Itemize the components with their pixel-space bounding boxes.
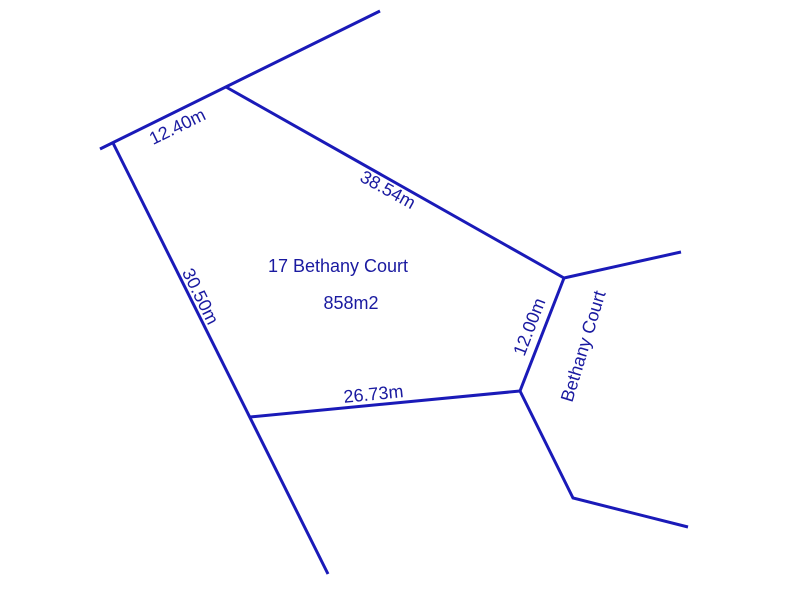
property-address: 17 Bethany Court xyxy=(268,256,408,276)
east-boundary-line xyxy=(518,277,566,392)
labels: 17 Bethany Court 858m2 12.40m 38.54m 12.… xyxy=(146,104,610,406)
property-area: 858m2 xyxy=(323,293,378,313)
neighbour-line-lower xyxy=(518,390,689,529)
boundary-lines xyxy=(99,9,689,575)
west-boundary-line xyxy=(111,142,330,575)
dimension-northeast: 38.54m xyxy=(357,166,419,213)
south-boundary-line xyxy=(249,389,521,419)
north-boundary-line xyxy=(99,9,381,151)
neighbour-line-upper xyxy=(563,250,682,280)
northeast-boundary-line xyxy=(225,85,565,280)
dimension-west: 30.50m xyxy=(178,265,223,328)
street-name: Bethany Court xyxy=(557,288,610,404)
